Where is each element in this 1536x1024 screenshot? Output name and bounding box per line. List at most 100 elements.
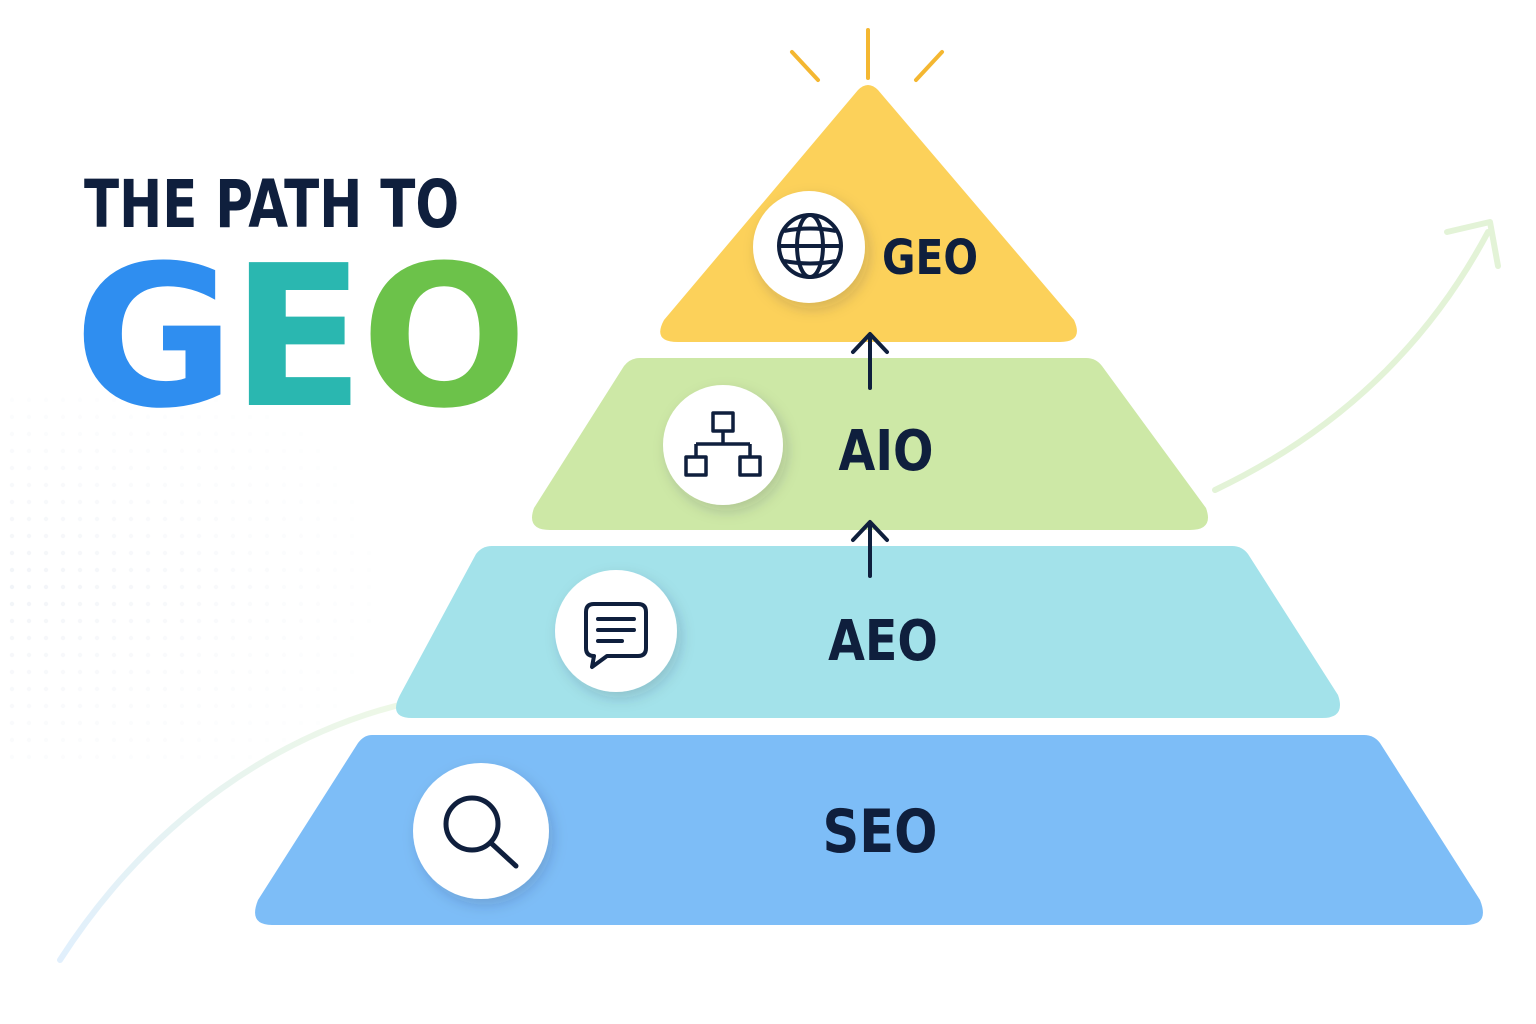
background-dot — [214, 483, 218, 487]
background-dot — [43, 465, 49, 471]
background-dot — [162, 499, 168, 505]
background-dot — [111, 584, 117, 590]
background-dot — [44, 398, 48, 402]
level-label-seo: SEO — [823, 797, 938, 867]
background-dot — [180, 500, 184, 504]
background-dot — [213, 567, 219, 573]
background-dot — [162, 635, 168, 641]
magnifier-icon — [443, 795, 519, 869]
background-dot — [333, 534, 337, 538]
background-dot — [44, 415, 48, 419]
background-dot — [316, 670, 320, 674]
background-dot — [128, 601, 134, 607]
background-dot — [350, 500, 354, 504]
background-dot — [112, 466, 116, 470]
background-dot — [77, 482, 83, 488]
background-dot — [26, 652, 32, 658]
background-dot — [333, 704, 337, 708]
background-dot — [214, 670, 218, 674]
background-dot — [43, 584, 49, 590]
background-dot — [265, 500, 269, 504]
background-dot — [146, 721, 150, 725]
background-dot — [247, 584, 253, 590]
background-dot — [180, 483, 184, 487]
background-dot — [299, 517, 303, 521]
background-dot — [214, 636, 218, 640]
background-dot — [197, 500, 201, 504]
background-dot — [26, 499, 32, 505]
background-dot — [163, 687, 167, 691]
background-dot — [350, 551, 354, 555]
background-dot — [10, 432, 14, 436]
background-dot — [350, 636, 354, 640]
background-dot — [163, 755, 167, 759]
background-dot — [333, 636, 337, 640]
background-arc-right — [1212, 229, 1491, 493]
background-dot — [26, 635, 32, 641]
background-dot — [43, 601, 49, 607]
background-dot — [316, 602, 320, 606]
background-dot — [282, 568, 286, 572]
background-dot — [367, 602, 371, 606]
background-dot — [145, 669, 151, 675]
background-dot — [77, 550, 83, 556]
background-dot — [94, 465, 100, 471]
background-dot — [129, 721, 133, 725]
background-dot — [299, 483, 303, 487]
background-dot — [350, 568, 354, 572]
background-dot — [163, 483, 167, 487]
badge-aio — [663, 385, 783, 505]
background-dot — [60, 703, 66, 709]
background-dot — [162, 601, 168, 607]
background-dot — [27, 415, 31, 419]
background-dot — [10, 738, 14, 742]
background-dot — [145, 550, 151, 556]
background-dot — [146, 687, 150, 691]
background-dot — [214, 687, 218, 691]
background-dot — [333, 517, 337, 521]
background-dot — [128, 652, 134, 658]
hierarchy-icon — [684, 411, 762, 477]
background-dot — [231, 636, 235, 640]
background-dot — [333, 670, 337, 674]
background-dot — [129, 738, 133, 742]
background-dot — [60, 584, 66, 590]
background-dot — [129, 704, 133, 708]
background-dot — [44, 721, 48, 725]
background-dot — [44, 755, 48, 759]
background-dot — [179, 584, 185, 590]
background-dot — [333, 568, 337, 572]
background-dot — [214, 500, 218, 504]
background-dot — [111, 533, 117, 539]
background-dot — [282, 653, 286, 657]
heading-line-1: THE PATH TO — [84, 166, 460, 243]
background-dot — [26, 516, 32, 522]
background-dot — [333, 466, 337, 470]
background-dot — [299, 551, 303, 555]
background-dot — [26, 720, 32, 726]
background-dot — [265, 534, 269, 538]
background-dot — [231, 500, 235, 504]
background-dot — [77, 567, 83, 573]
background-dot — [61, 398, 65, 402]
background-dot — [179, 533, 185, 539]
background-dot — [145, 652, 151, 658]
background-dot — [111, 567, 117, 573]
background-dot — [282, 670, 286, 674]
background-dot — [265, 466, 269, 470]
background-dot — [60, 686, 66, 692]
background-dot — [128, 533, 134, 539]
arrow-aio-to-geo — [851, 332, 889, 390]
background-dot — [9, 550, 15, 556]
background-dot — [94, 516, 100, 522]
background-dot — [196, 567, 202, 573]
background-dot — [282, 466, 286, 470]
background-dot — [248, 602, 252, 606]
background-dot — [197, 466, 201, 470]
background-dot — [231, 704, 235, 708]
sun-ray-right — [914, 50, 944, 82]
background-dot — [299, 653, 303, 657]
background-dot — [213, 584, 219, 590]
background-dot — [60, 482, 66, 488]
background-dot — [196, 618, 202, 624]
